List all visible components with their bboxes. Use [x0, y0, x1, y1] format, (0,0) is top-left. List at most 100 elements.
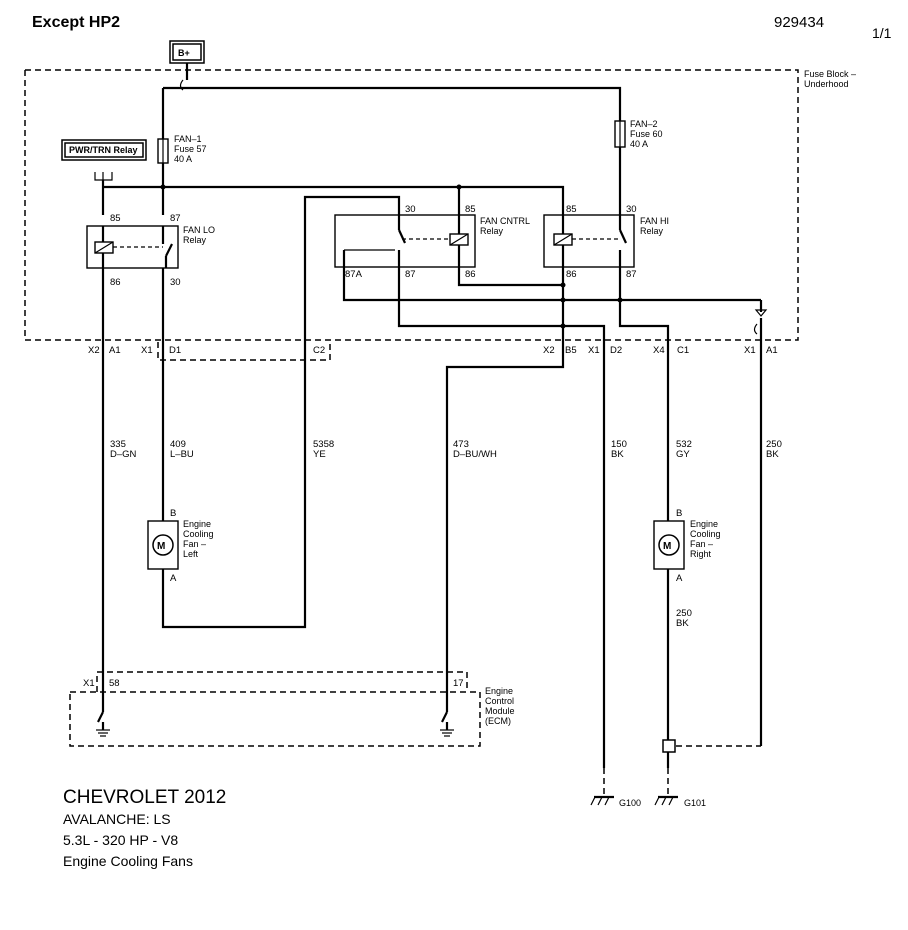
conn-x4-c1-conn: X4 — [653, 345, 665, 356]
wire-335-circuit: 335 — [110, 439, 126, 450]
fan1-fuse-rating: 40 A — [174, 154, 192, 164]
wire-250-color-fan: BK — [676, 618, 689, 629]
wire-409-color: L–BU — [170, 449, 194, 460]
wire-250-circuit-right: 250 — [766, 439, 782, 450]
wire-250-circuit-fan: 250 — [676, 608, 692, 619]
conn-x4-c1-pin: C1 — [677, 345, 689, 356]
fan-lo-pin-86: 86 — [110, 277, 121, 288]
wire-150-color: BK — [611, 449, 624, 460]
fan-cntrl-pin-87: 87 — [405, 269, 416, 280]
left-fan-pin-a: A — [170, 573, 177, 584]
fan-hi-relay-name: FAN HI — [640, 216, 669, 226]
wire-532-circuit: 532 — [676, 439, 692, 450]
left-fan-label-2: Cooling — [183, 529, 214, 539]
fan-hi-pin-30: 30 — [626, 204, 637, 215]
wire-335-color: D–GN — [110, 449, 137, 460]
ecm-pin-58: 58 — [109, 678, 120, 689]
fan-lo-pin-85: 85 — [110, 213, 121, 224]
battery-label: B+ — [178, 48, 190, 58]
fan-lo-relay-type: Relay — [183, 235, 207, 245]
engine-cooling-fan-right — [653, 520, 685, 570]
fan1-fuse-name: FAN–1 — [174, 134, 202, 144]
fan-cntrl-pin-86: 86 — [465, 269, 476, 280]
fan-hi-pin-85: 85 — [566, 204, 577, 215]
pwr-trn-relay-box: PWR/TRN Relay — [61, 139, 147, 161]
right-fan-label-4: Right — [690, 549, 712, 559]
diagram-title: Except HP2 — [32, 14, 120, 31]
wire-150-circuit: 150 — [611, 439, 627, 450]
fan-hi-relay-type: Relay — [640, 226, 664, 236]
document-number: 929434 — [774, 14, 824, 31]
left-fan-label-4: Left — [183, 549, 199, 559]
right-fan-motor-symbol: M — [663, 541, 671, 552]
ecm-pin-17: 17 — [453, 678, 464, 689]
ground-g100-label: G100 — [619, 798, 641, 808]
ecm-label-2: Control — [485, 696, 514, 706]
conn-x1-d2-pin: D2 — [610, 345, 622, 356]
right-fan-pin-b: B — [676, 508, 682, 519]
ecm-module — [69, 671, 481, 747]
fan-cntrl-relay — [334, 214, 476, 268]
left-fan-motor-symbol: M — [157, 541, 165, 552]
left-fan-label-3: Fan – — [183, 539, 206, 549]
fan-cntrl-relay-name: FAN CNTRL — [480, 216, 530, 226]
fan-cntrl-relay-type: Relay — [480, 226, 504, 236]
fan1-fuse — [157, 138, 169, 164]
ground-g101-label: G101 — [684, 798, 706, 808]
wire-250-color-right: BK — [766, 449, 779, 460]
fan2-fuse-number: Fuse 60 — [630, 129, 663, 139]
wire-409-circuit: 409 — [170, 439, 186, 450]
fuse-block-label-line2: Underhood — [804, 79, 849, 89]
conn-x2-label-left: X2 — [88, 345, 100, 356]
fan-hi-pin-87: 87 — [626, 269, 637, 280]
vehicle-system: Engine Cooling Fans — [63, 853, 193, 869]
wire-532-color: GY — [676, 449, 690, 460]
vehicle-model: AVALANCHE: LS — [63, 811, 171, 827]
fuse-block-outline — [24, 69, 799, 341]
conn-x1-d1-conn: X1 — [141, 345, 153, 356]
conn-x1-d1-pin: D1 — [169, 345, 181, 356]
right-fan-label-2: Cooling — [690, 529, 721, 539]
fan-hi-pin-86: 86 — [566, 269, 577, 280]
engine-cooling-fan-left — [147, 520, 179, 570]
ecm-label-4: (ECM) — [485, 716, 511, 726]
fan-hi-relay — [543, 214, 635, 268]
conn-a1-label-left: A1 — [109, 345, 121, 356]
ecm-conn-x1: X1 — [83, 678, 95, 689]
fan-cntrl-pin-30: 30 — [405, 204, 416, 215]
battery-terminal: B+ — [169, 40, 205, 64]
ecm-label-1: Engine — [485, 686, 513, 696]
ecm-ground-right-icon — [440, 711, 454, 737]
conn-c2-label: C2 — [313, 345, 325, 356]
fan2-fuse-name: FAN–2 — [630, 119, 658, 129]
page-number: 1/1 — [872, 25, 892, 41]
left-fan-label-1: Engine — [183, 519, 211, 529]
wire-5358-color: YE — [313, 449, 326, 460]
vehicle-make: CHEVROLET 2012 — [63, 787, 226, 808]
left-fan-pin-b: B — [170, 508, 176, 519]
fan-cntrl-pin-85: 85 — [465, 204, 476, 215]
ground-g101-icon — [654, 768, 678, 806]
fan2-fuse — [614, 120, 626, 148]
fan-lo-pin-30: 30 — [170, 277, 181, 288]
right-fan-pin-a: A — [676, 573, 683, 584]
vehicle-engine: 5.3L - 320 HP - V8 — [63, 832, 178, 848]
ground-connector-icon — [662, 739, 676, 753]
fan-cntrl-pin-87a: 87A — [345, 269, 363, 280]
pwr-trn-relay-label: PWR/TRN Relay — [69, 145, 138, 155]
conn-x1-a1-pin: A1 — [766, 345, 778, 356]
ground-g100-icon — [590, 768, 614, 806]
right-fan-label-1: Engine — [690, 519, 718, 529]
wire-473-circuit: 473 — [453, 439, 469, 450]
conn-x1-d2-conn: X1 — [588, 345, 600, 356]
wire-5358-circuit: 5358 — [313, 439, 334, 450]
ecm-ground-left-icon — [96, 711, 110, 737]
ecm-label-3: Module — [485, 706, 515, 716]
conn-x1-a1-conn: X1 — [744, 345, 756, 356]
wire-473-color: D–BU/WH — [453, 449, 497, 460]
fan2-fuse-rating: 40 A — [630, 139, 648, 149]
fan-lo-relay — [86, 225, 179, 269]
right-fan-label-3: Fan – — [690, 539, 713, 549]
conn-x2-b5-pin: B5 — [565, 345, 577, 356]
